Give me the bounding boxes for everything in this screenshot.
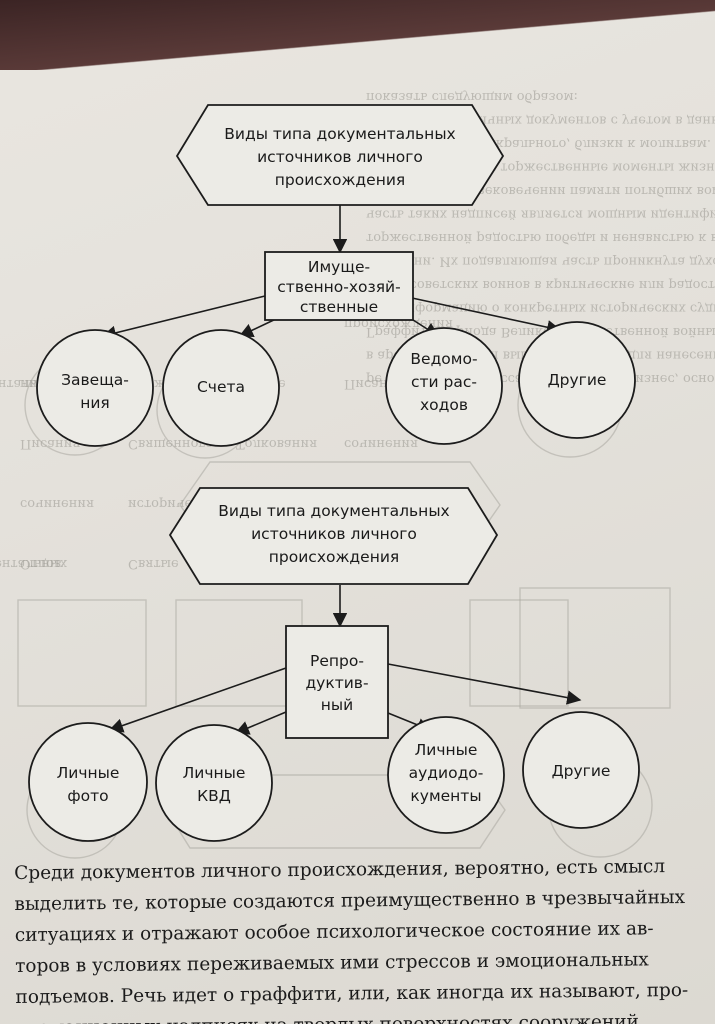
root-2-line-2: источников личного xyxy=(251,525,417,543)
bleed-through-line: сочинения xyxy=(344,436,418,451)
category-node-2: Репро- дуктив- ный xyxy=(285,625,389,739)
bleed-through-line: сочинения xyxy=(20,496,94,511)
root-node-1: Виды типа документальных источников личн… xyxy=(175,104,505,206)
root-node-2: Виды типа документальных источников личн… xyxy=(168,487,499,585)
leaf-photos-line-1: Личные xyxy=(57,764,120,782)
leaf-audio-line-1: Личные xyxy=(415,741,478,759)
body-paragraph: Среди документов личного происхождения, … xyxy=(14,851,715,1024)
bleed-through-line: Отцов xyxy=(20,556,61,571)
leaf-node-personal-kvd: Личные КВД xyxy=(155,724,273,842)
root-1-line-2: источников личного xyxy=(257,148,423,166)
category-node-1: Имуще- ственно-хозяй- ственные xyxy=(264,251,414,321)
arrow-category-to-leaf-5 xyxy=(108,667,287,733)
bleed-through-line: Толкования xyxy=(236,436,317,451)
root-2-line-3: происхождения xyxy=(269,548,399,566)
bleed-through-line: Типы документальных xyxy=(0,556,68,571)
leaf-expenses-line-2: сти рас- xyxy=(411,373,477,391)
diagram-1: Виды типа документальных источников личн… xyxy=(36,104,636,447)
bleed-through-line: показать следующим образом: xyxy=(366,89,578,104)
arrow-category-to-leaf-6 xyxy=(234,711,287,735)
leaf-kvd-line-1: Личные xyxy=(183,764,246,782)
leaf-expenses-line-1: Ведомо- xyxy=(410,350,477,368)
bleed-through-line: часть таких надписей является мощным иде… xyxy=(366,207,715,222)
leaf-audio-line-3: кументы xyxy=(410,787,481,805)
leaf-other-1-line-1: Другие xyxy=(548,371,607,389)
page-edge-shadow xyxy=(0,0,715,70)
leaf-audio-line-2: аудиодо- xyxy=(409,764,484,782)
bleed-through-line: торжественной радостью победы и ненавист… xyxy=(366,230,715,245)
root-1-line-1: Виды типа документальных xyxy=(224,125,455,143)
leaf-expenses-line-3: ходов xyxy=(420,396,468,414)
category-1-line-2: ственно-хозяй- xyxy=(277,278,400,296)
leaf-node-personal-audio: Личные аудиодо- кументы xyxy=(387,716,505,834)
bleed-through-line: ную информацию о конкретных исторических… xyxy=(366,301,715,316)
category-2-line-2: дуктив- xyxy=(305,674,368,692)
leaf-node-other-1: Другие xyxy=(518,321,636,439)
leaf-node-accounts: Счета xyxy=(162,329,280,447)
arrow-category-to-leaf-2 xyxy=(238,317,279,337)
root-2-line-1: Виды типа документальных xyxy=(218,502,449,520)
arrow-category-to-leaf-4 xyxy=(411,297,562,335)
leaf-wills-line-1: Завеща- xyxy=(61,371,129,389)
category-1-line-1: Имуще- xyxy=(308,258,370,276)
bleed-through-line: части советских воинов в критические или… xyxy=(366,277,715,292)
category-2-line-1: Репро- xyxy=(310,652,364,670)
bleed-through-line: их жизни. Их подавляющая часть проникнут… xyxy=(366,254,715,269)
leaf-accounts-line-1: Счета xyxy=(197,378,245,396)
leaf-node-other-2: Другие xyxy=(522,711,640,829)
bleed-through-line: Святые xyxy=(128,556,179,571)
root-1-line-3: происхождения xyxy=(275,171,405,189)
arrow-category-to-leaf-1 xyxy=(101,295,266,340)
leaf-photos-line-2: фото xyxy=(67,787,108,805)
leaf-node-expense-sheets: Ведомо- сти рас- ходов xyxy=(385,327,503,445)
leaf-wills-line-2: ния xyxy=(80,394,110,412)
category-1-line-3: ственные xyxy=(300,298,378,316)
leaf-node-personal-photos: Личные фото xyxy=(28,722,148,842)
leaf-node-wills: Завеща- ния xyxy=(36,329,154,447)
leaf-kvd-line-2: КВД xyxy=(197,787,231,805)
diagram-2: Виды типа документальных источников личн… xyxy=(28,487,640,842)
bleed-through-line: Писания xyxy=(20,436,81,451)
arrow-category-to-leaf-8 xyxy=(387,663,582,705)
category-2-line-3: ный xyxy=(321,696,353,714)
leaf-other-2-line-1: Другие xyxy=(552,762,611,780)
